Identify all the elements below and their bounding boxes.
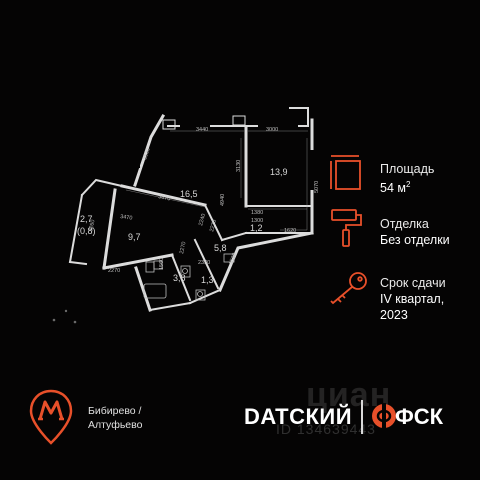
delivery-label: Срок сдачи xyxy=(380,276,446,290)
dim-1530: 1530 xyxy=(228,252,238,266)
fixtures xyxy=(143,253,235,301)
room-area-balcony: 2,7 xyxy=(80,214,93,224)
dimension-lines xyxy=(125,130,308,231)
delivery-value-line2: 2023 xyxy=(380,308,408,322)
room-area-16-5: 16,5 xyxy=(180,189,198,199)
metro-line2: Алтуфьево xyxy=(88,419,143,431)
dim-2270-c: 2270 xyxy=(179,241,187,254)
dim-1380: 1380 xyxy=(251,210,263,216)
dim-3130: 3130 xyxy=(236,160,242,172)
room-area-9-7: 9,7 xyxy=(128,232,141,242)
key-icon xyxy=(330,272,367,305)
dim-1620: 1620 xyxy=(284,228,296,234)
windows xyxy=(128,120,318,190)
fsk-logo-icon xyxy=(372,403,396,429)
area-value: 54 м2 xyxy=(380,177,410,196)
metro-line1: Бибирево / xyxy=(88,405,142,417)
dim-2330: 2330 xyxy=(198,260,210,266)
finish-label: Отделка xyxy=(380,217,429,231)
area-unit-sup: 2 xyxy=(405,180,411,189)
area-icon xyxy=(330,155,361,190)
metro-icon xyxy=(29,389,73,445)
dim-3440: 3440 xyxy=(196,127,208,133)
dim-3670: 3670 xyxy=(158,194,171,202)
dim-5070: 5070 xyxy=(314,181,320,193)
dim-3920: 3920 xyxy=(142,147,151,161)
dim-3260: 3260 xyxy=(88,219,96,232)
room-labels: 16,5 13,9 9,7 2,7 (0,8) 5,8 1,2 3,8 1,3 xyxy=(77,167,288,285)
dim-2240: 2240 xyxy=(198,213,207,226)
dim-1300: 1300 xyxy=(251,218,263,224)
room-area-13-9: 13,9 xyxy=(270,167,288,177)
brand-divider xyxy=(361,400,363,434)
dim-3470: 3470 xyxy=(120,214,133,222)
room-area-3-8: 3,8 xyxy=(173,273,186,283)
room-area-5-8: 5,8 xyxy=(214,243,227,253)
delivery-value-line1: IV квартал, xyxy=(380,292,445,306)
dim-2270-b: 2270 xyxy=(209,219,218,232)
watermark-id: ID 134639443 xyxy=(276,421,376,437)
compass xyxy=(52,309,77,324)
complex-name: DATСКИЙ xyxy=(244,404,353,429)
walls xyxy=(68,107,314,312)
room-area-1-3: 1,3 xyxy=(201,275,214,285)
area-value-text: 54 м xyxy=(380,181,406,196)
finish-value: Без отделки xyxy=(380,233,450,247)
room-area-1-2: 1,2 xyxy=(250,223,263,233)
window-frames xyxy=(162,115,246,130)
room-area-balcony-sub: (0,8) xyxy=(77,226,96,236)
developer-name: ФСК xyxy=(395,404,444,429)
area-label: Площадь xyxy=(380,162,435,176)
paint-roller-icon xyxy=(331,209,362,247)
dim-1560: 1560 xyxy=(159,258,165,270)
metro-station: Бибирево / Алтуфьево xyxy=(88,404,178,432)
dimension-labels: 3440 3000 3920 3130 5070 3670 3470 3260 … xyxy=(88,127,320,274)
dim-3000: 3000 xyxy=(266,127,278,133)
dim-2270-a: 2270 xyxy=(108,268,120,274)
dim-4940: 4940 xyxy=(220,194,226,206)
